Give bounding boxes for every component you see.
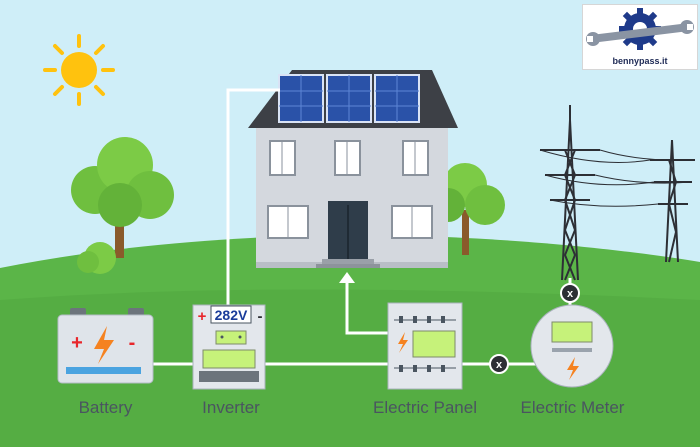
breaker-symbol: x (567, 288, 574, 300)
battery-label: Battery (78, 398, 133, 417)
electric-meter-label: Electric Meter (520, 398, 625, 417)
bolt-icon (94, 326, 114, 364)
wire-panel-to-house (345, 278, 400, 335)
battery-device (57, 308, 154, 384)
inverter-voltage: 282V (215, 307, 248, 323)
brand-logo[interactable]: bennypass.it (582, 4, 698, 70)
inverter-minus: - (258, 308, 263, 325)
breaker-panel-meter (489, 354, 509, 374)
inverter-label: Inverter (202, 398, 260, 417)
electric-panel-label: Electric Panel (373, 398, 477, 417)
power-tower-large (540, 105, 600, 281)
tree-left (71, 137, 174, 274)
bolt-icon (567, 357, 579, 380)
sun-icon (43, 34, 115, 106)
power-lines (539, 149, 696, 207)
breaker-meter-grid (560, 283, 580, 303)
logo-text: bennypass.it (612, 56, 668, 66)
breaker-symbol: x (496, 359, 503, 371)
battery-minus: - (129, 332, 136, 354)
electric-panel-device (387, 302, 463, 390)
electric-meter-device (530, 304, 614, 388)
house (248, 70, 458, 268)
battery-plus: + (71, 332, 83, 354)
wire-panels-to-inverter (226, 88, 280, 360)
inverter-plus: + (198, 308, 207, 325)
bolt-icon (398, 332, 408, 353)
gear-wrench-icon (586, 8, 694, 50)
arrow-up-icon (339, 272, 355, 283)
solar-panels (278, 74, 420, 123)
inverter-device (192, 304, 266, 390)
grass-foreground (0, 289, 700, 447)
